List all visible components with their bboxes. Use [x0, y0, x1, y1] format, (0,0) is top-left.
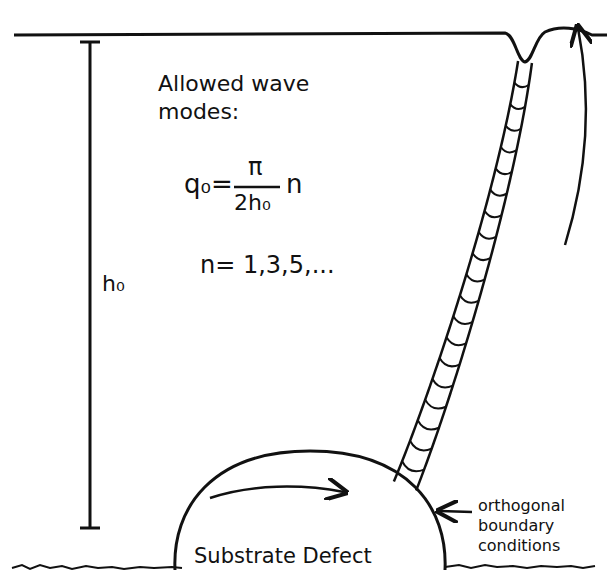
wave-front [479, 232, 496, 239]
tube-wall [416, 63, 532, 490]
wave-front [432, 379, 452, 388]
wave-front [460, 295, 479, 302]
heading-note: Allowed wave modes: [158, 70, 328, 125]
wave-front [496, 168, 512, 174]
wave-front [410, 441, 432, 451]
height-dimension [80, 42, 100, 528]
fraction-bar [234, 186, 280, 189]
wave-front [447, 337, 467, 345]
callout-note: orthogonal boundary conditions [478, 496, 600, 556]
wave-front [490, 190, 506, 196]
wave-tube [394, 61, 532, 491]
wave-front [466, 274, 484, 281]
wave-front [418, 420, 439, 429]
formula-numerator: π [248, 152, 262, 182]
formula-denominator: 2h₀ [234, 189, 271, 217]
wave-front [501, 147, 517, 152]
leader-arrow [440, 511, 472, 512]
wave-front [402, 461, 424, 471]
wave-front [510, 104, 525, 109]
height-label: h₀ [102, 270, 125, 298]
wave-front [453, 316, 472, 324]
film-surface [14, 28, 607, 62]
wave-front [485, 211, 502, 217]
wave-front [473, 253, 491, 260]
formula-term: n [286, 168, 302, 201]
tube-wall [394, 61, 518, 482]
mode-index-note: n= 1,3,5,... [200, 250, 335, 280]
defect-dome: Substrate Defect [172, 448, 448, 580]
wave-front [506, 126, 521, 131]
surface-wave-arrow [210, 487, 344, 498]
wave-front [514, 83, 528, 88]
defect-label: Substrate Defect [194, 544, 372, 568]
wave-front [440, 358, 460, 366]
formula-term: q₀= [184, 168, 233, 201]
propagation-arrow [565, 28, 586, 245]
wave-front [425, 400, 446, 409]
dome-outline [175, 451, 445, 570]
